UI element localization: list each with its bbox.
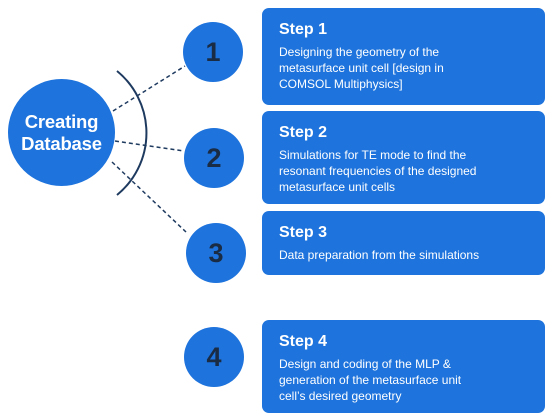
step-1-description: Designing the geometry of the metasurfac…: [279, 45, 444, 91]
central-node-creating-database: Creating Database: [8, 79, 115, 186]
connector-line-step-2: [114, 140, 185, 152]
step-4-number-circle: 4: [184, 327, 244, 387]
step-3-number-circle: 3: [186, 223, 246, 283]
connector-line-step-1: [112, 65, 186, 112]
step-1-box: Step 1 Designing the geometry of the met…: [262, 8, 545, 105]
step-3-box: Step 3 Data preparation from the simulat…: [262, 211, 545, 275]
central-node-label-line-1: Creating: [24, 110, 99, 132]
step-2-description: Simulations for TE mode to find the reso…: [279, 148, 477, 194]
step-1-title: Step 1: [279, 21, 328, 38]
step-4-box: Step 4 Design and coding of the MLP & ge…: [262, 320, 545, 413]
connector-line-step-3: [111, 161, 187, 233]
arc-connector: [116, 70, 148, 196]
step-3-title: Step 3: [279, 224, 328, 241]
step-1-number-circle: 1: [183, 22, 243, 82]
step-3-number: 3: [208, 237, 224, 268]
step-2-box: Step 2 Simulations for TE mode to find t…: [262, 111, 545, 204]
central-node-label-line-2: Database: [21, 132, 102, 154]
step-2-title: Step 2: [279, 124, 328, 141]
step-4-title: Step 4: [279, 333, 328, 350]
step-4-number: 4: [206, 341, 222, 372]
step-2-number: 2: [206, 142, 222, 173]
step-3-description: Data preparation from the simulations: [279, 248, 480, 262]
step-1-number: 1: [205, 36, 221, 67]
step-4-description: Design and coding of the MLP & generatio…: [279, 357, 462, 403]
step-2-number-circle: 2: [184, 128, 244, 188]
